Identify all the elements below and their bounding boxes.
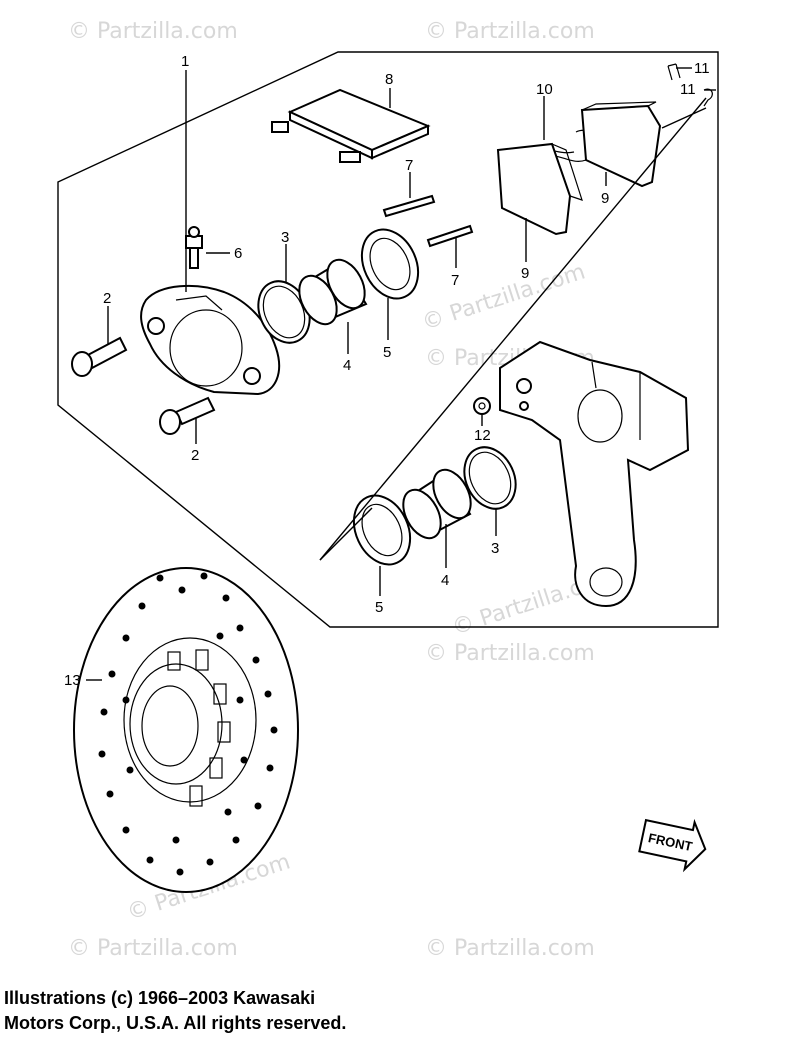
- part-12-washer: [473, 397, 491, 415]
- part-2-bolt-lower: [159, 396, 216, 435]
- copyright-line-1: Illustrations (c) 1966–2003 Kawasaki: [4, 988, 316, 1008]
- callout-9: 9: [521, 265, 529, 282]
- part-9-pad-a: [496, 142, 583, 236]
- callout-6: 6: [234, 245, 242, 262]
- front-arrow-icon: FRONT: [638, 818, 707, 873]
- part-11-pin: [667, 63, 713, 107]
- callout-2: 2: [191, 447, 199, 464]
- watermark: © Partzilla.com: [425, 936, 595, 961]
- callout-12: 12: [474, 427, 491, 444]
- part-5-dust-seal-upper: [360, 228, 420, 300]
- part-4-piston-upper: [298, 258, 368, 326]
- leader-lines: [86, 67, 716, 681]
- callout-8: 8: [385, 71, 393, 88]
- part-6-bleeder-valve: [185, 226, 203, 269]
- callout-9: 9: [601, 190, 609, 207]
- copyright-line-2: Motors Corp., U.S.A. All rights reserved…: [4, 1013, 347, 1033]
- callout-1: 1: [181, 53, 189, 70]
- callout-3: 3: [281, 229, 289, 246]
- part-2-bolt-upper: [71, 336, 128, 377]
- watermark: © Partzilla.com: [68, 19, 238, 44]
- assembly-frame: [57, 51, 719, 628]
- callout-10: 10: [536, 81, 553, 98]
- part-7-pin-lower: [426, 224, 474, 248]
- callout-4: 4: [343, 357, 351, 374]
- caliper-bracket: [499, 340, 690, 608]
- callout-2: 2: [103, 290, 111, 307]
- caliper-body: [140, 284, 281, 396]
- callout-3: 3: [491, 540, 499, 557]
- callout-labels: 1 2 2 3 3 4 4 5 5 6 7 7 8 9 9 10 11 11 1…: [64, 53, 710, 689]
- callout-7: 7: [451, 272, 459, 289]
- callout-13: 13: [64, 672, 81, 689]
- watermark: © Partzilla.com: [425, 641, 595, 666]
- part-7-pin-upper: [382, 194, 436, 218]
- disc-hub-windows: [167, 649, 231, 807]
- part-4-piston-lower: [402, 468, 472, 540]
- callout-5: 5: [375, 599, 383, 616]
- watermark: © Partzilla.com: [425, 19, 595, 44]
- part-13-brake-disc: [73, 567, 299, 893]
- callout-4: 4: [441, 572, 449, 589]
- watermark: © Partzilla.com: [68, 936, 238, 961]
- part-9-pad-b: [580, 101, 662, 188]
- callout-7: 7: [405, 157, 413, 174]
- disc-holes: [98, 572, 278, 876]
- callout-11: 11: [694, 60, 710, 77]
- callout-11: 11: [680, 81, 696, 98]
- part-3-seal-lower: [463, 446, 517, 510]
- watermark: © Partzilla.com: [419, 259, 588, 335]
- part-8-pad-spring: [271, 88, 431, 163]
- callout-5: 5: [383, 344, 391, 361]
- copyright-notice: Illustrations (c) 1966–2003 Kawasaki Mot…: [4, 986, 504, 1036]
